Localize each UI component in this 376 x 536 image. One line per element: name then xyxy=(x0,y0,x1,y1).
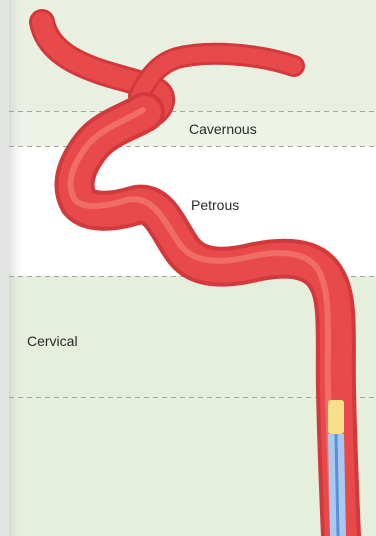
label-petrous: Petrous xyxy=(191,197,239,213)
catheter-tip xyxy=(328,400,344,434)
artery-diagram: Cavernous Petrous Cervical xyxy=(9,0,376,536)
catheter xyxy=(328,400,344,536)
catheter-core xyxy=(336,434,338,536)
label-cervical: Cervical xyxy=(27,333,78,349)
label-cavernous: Cavernous xyxy=(189,121,257,137)
diagram-frame: Cavernous Petrous Cervical xyxy=(9,0,376,536)
